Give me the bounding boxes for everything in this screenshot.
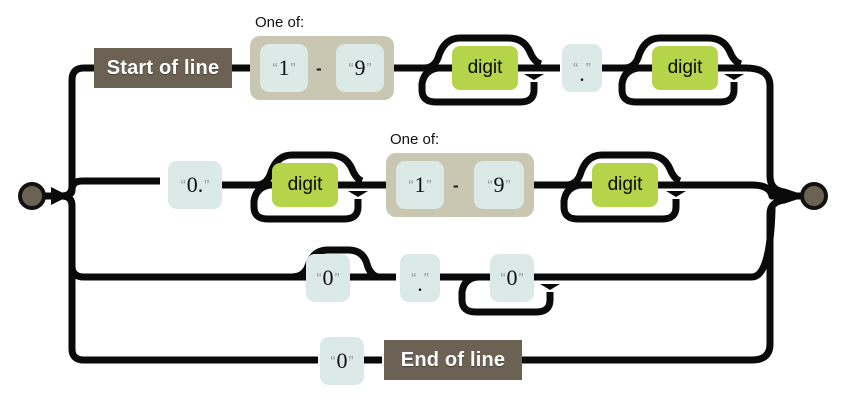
quote-close: ”	[423, 269, 429, 287]
row2-one-of-caption: One of:	[390, 131, 440, 148]
row1-dot-value: .	[579, 61, 585, 86]
quote-close: ”	[366, 59, 372, 77]
row3-zero1-bypass-arc	[291, 246, 380, 281]
row3-zero-literal-1: “0”	[306, 254, 350, 302]
row2-digit2-repeat-loop	[560, 181, 680, 223]
row2-digit-rule-1: digit	[272, 163, 338, 207]
row1-digit-rule-2: digit	[652, 46, 718, 90]
quote-open: “	[272, 59, 278, 77]
quote-open: “	[487, 176, 493, 194]
row3-zero-value-2: 0	[506, 265, 518, 290]
row3-zero2-arrowhead	[540, 284, 560, 290]
row3-dot-value: .	[417, 271, 423, 296]
row1-digit1-arrowhead	[524, 74, 544, 80]
quote-open: “	[411, 269, 417, 287]
quote-close: ”	[348, 352, 354, 370]
start-fan-arrowhead	[51, 187, 69, 205]
row2-merge-right	[686, 181, 796, 200]
row1-dot-literal: “.”	[562, 44, 602, 92]
row1-digit2-bypass-arc	[623, 34, 743, 72]
start-of-line-marker: Start of line	[94, 48, 232, 88]
quote-open: “	[573, 59, 579, 77]
row4-merge-right	[522, 192, 798, 364]
quote-close: ”	[334, 269, 340, 287]
row2-zero-dot-value: 0.	[186, 172, 204, 197]
row1-digit2-repeat-loop	[618, 64, 738, 106]
row1-digit2-arrowhead	[724, 74, 744, 80]
row1-range-to-value: 9	[354, 55, 366, 80]
quote-close: ”	[505, 176, 511, 194]
quote-open: “	[316, 269, 322, 287]
quote-open: “	[180, 176, 186, 194]
row2-zero-dot-literal: “0.”	[168, 161, 222, 209]
row1-digit-rule-1: digit	[452, 46, 518, 90]
quote-open: “	[330, 352, 336, 370]
row2-digit1-arrowhead	[348, 191, 368, 197]
loop-arrowheads	[51, 74, 744, 290]
row1-range-dash: -	[316, 59, 322, 78]
row1-one-of-caption: One of:	[255, 14, 305, 31]
row1-digit1-bypass-arc	[423, 34, 543, 72]
end-anchor	[800, 182, 828, 210]
row2-range-to-tile: “9”	[474, 161, 524, 209]
row2-digit1-bypass-arc	[255, 151, 364, 189]
row2-digit1-repeat-loop	[250, 181, 362, 223]
row1-range-to-tile: “9”	[336, 44, 384, 92]
branch-to-row-1	[45, 64, 96, 200]
row2-digit-rule-2: digit	[592, 163, 658, 207]
row2-range-from-value: 1	[414, 172, 426, 197]
row1-range-from-tile: “1”	[260, 44, 308, 92]
end-of-line-marker: End of line	[384, 340, 522, 380]
row2-digit2-arrowhead	[666, 191, 686, 197]
row3-zero-value-1: 0	[322, 265, 334, 290]
row3-dot-literal: “.”	[400, 254, 440, 302]
row2-range-from-tile: “1”	[396, 161, 444, 209]
quote-close: ”	[290, 59, 296, 77]
row2-digit2-bypass-arc	[565, 151, 682, 189]
quote-open: “	[500, 269, 506, 287]
quote-open: “	[348, 59, 354, 77]
row3-zero-literal-2: “0”	[490, 254, 534, 302]
row1-range-from-value: 1	[278, 55, 290, 80]
quote-close: ”	[204, 176, 210, 194]
quote-open: “	[408, 176, 414, 194]
row3-zero2-repeat-loop	[458, 273, 554, 316]
row2-range-dash: -	[453, 176, 459, 195]
quote-close: ”	[585, 59, 591, 77]
row1-merge-right	[745, 64, 798, 200]
row4-zero-value: 0	[336, 348, 348, 373]
row2-range-to-value: 9	[493, 172, 505, 197]
row1-digit1-repeat-loop	[418, 64, 538, 106]
quote-close: ”	[518, 269, 524, 287]
quote-close: ”	[426, 176, 432, 194]
row4-zero-literal: “0”	[320, 337, 364, 385]
start-anchor	[18, 182, 46, 210]
